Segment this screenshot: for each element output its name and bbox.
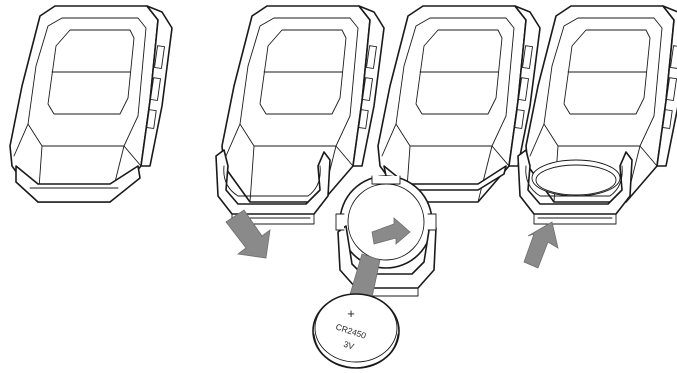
pull-out-arrow [226,210,270,258]
step-1-remote-closed [10,6,172,202]
step-4-remote-tray-closing [518,6,677,224]
push-in-arrow [524,222,558,268]
battery-polarity-label: + [347,306,355,321]
step-3-remote-tray-removed [378,6,540,202]
